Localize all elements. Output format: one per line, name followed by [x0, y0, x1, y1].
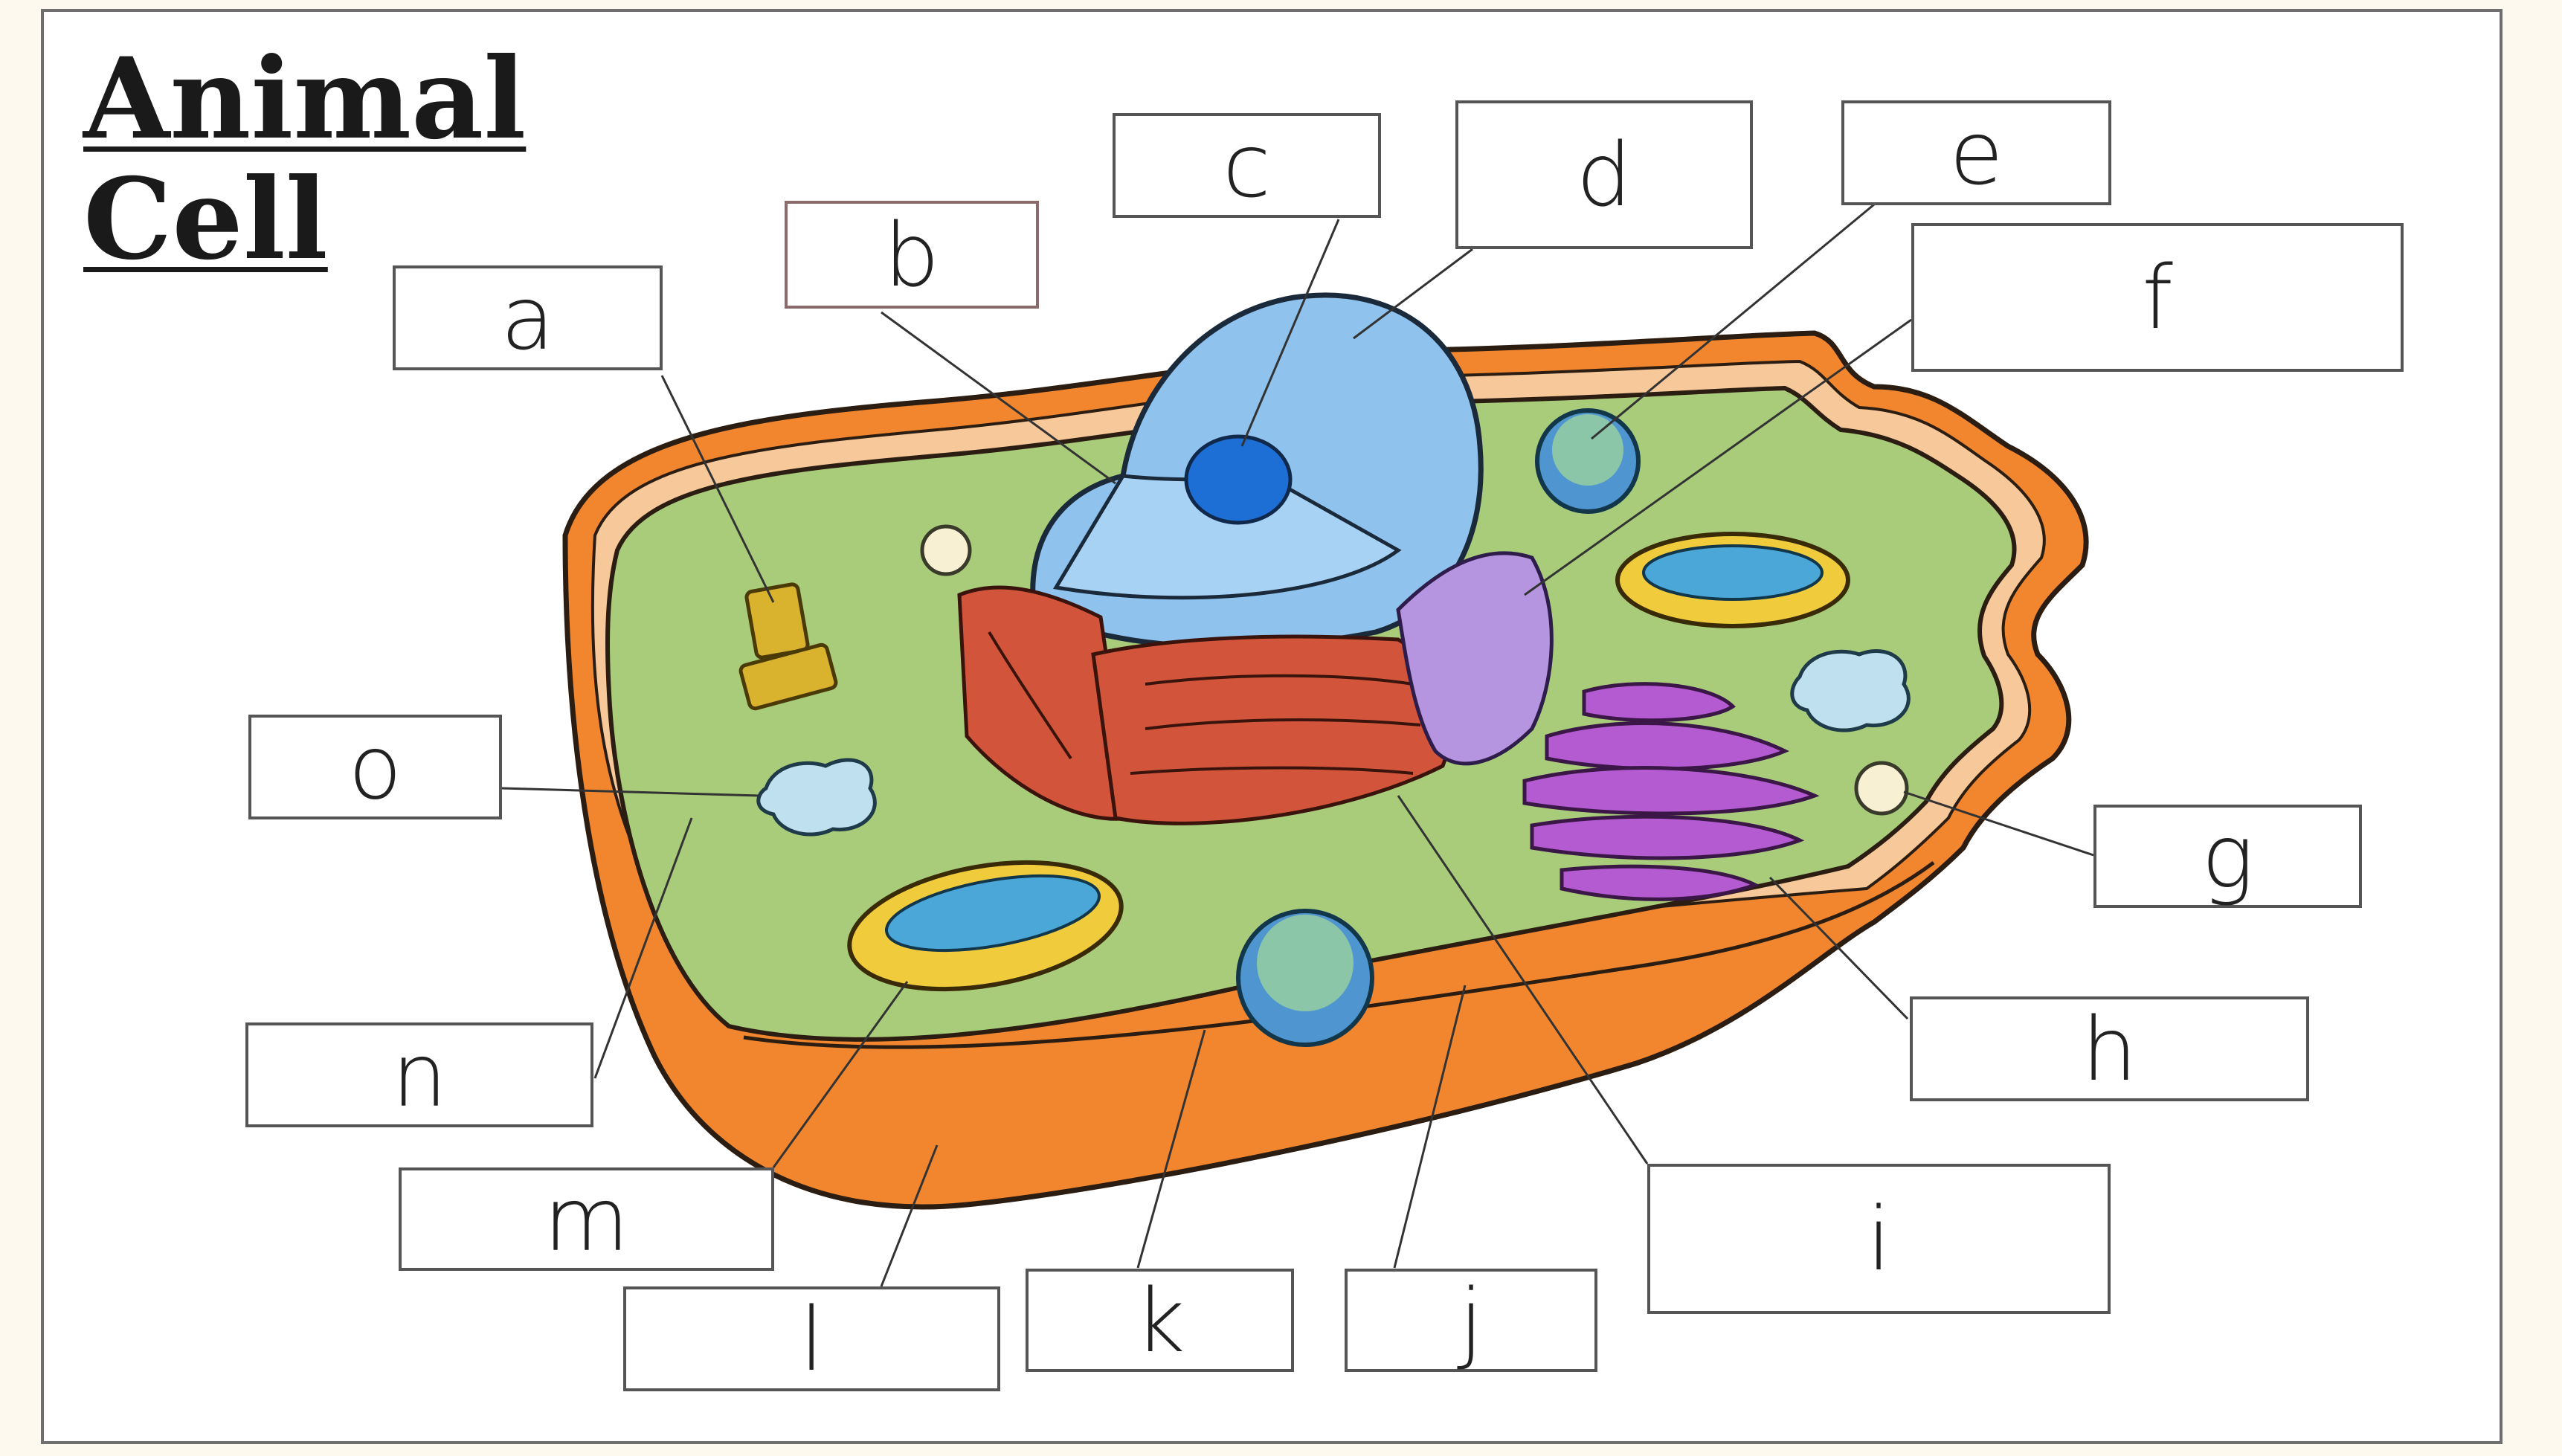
label-c-text: c — [1223, 114, 1271, 217]
lysosome-right — [1854, 761, 1909, 816]
label-box-d[interactable]: d — [1455, 100, 1753, 249]
label-box-c[interactable]: c — [1113, 113, 1381, 218]
label-g-text: g — [2201, 805, 2254, 908]
label-n-text: n — [391, 1023, 448, 1127]
label-box-l[interactable]: l — [623, 1286, 1000, 1391]
label-box-o[interactable]: o — [248, 715, 502, 819]
golgi-apparatus — [1522, 682, 1820, 901]
label-i-text: i — [1867, 1188, 1891, 1290]
label-box-b[interactable]: b — [785, 201, 1039, 309]
label-box-m[interactable]: m — [399, 1167, 774, 1271]
label-m-text: m — [544, 1167, 629, 1271]
page-title: Animal Cell — [83, 33, 527, 285]
label-l-text: l — [799, 1287, 824, 1391]
lysosome-left — [920, 524, 972, 576]
rough-endoplasmic-reticulum — [957, 585, 1452, 825]
vesicle-top-inner — [1552, 414, 1623, 486]
title-line-2: Cell — [83, 154, 328, 285]
label-box-e[interactable]: e — [1841, 100, 2111, 205]
mitochondrion-lower — [847, 860, 1124, 992]
label-b-text: b — [883, 203, 940, 306]
title-line-1: Animal — [83, 33, 527, 164]
label-box-n[interactable]: n — [245, 1022, 593, 1127]
label-box-h[interactable]: h — [1910, 996, 2309, 1101]
label-box-a[interactable]: a — [393, 265, 663, 370]
label-f-text: f — [2142, 246, 2173, 349]
label-o-text: o — [348, 715, 402, 819]
label-box-i[interactable]: i — [1647, 1164, 2111, 1314]
label-h-text: h — [2082, 997, 2137, 1101]
label-d-text: d — [1576, 123, 1632, 226]
label-box-f[interactable]: f — [1911, 223, 2404, 372]
label-box-g[interactable]: g — [2093, 805, 2362, 908]
label-box-k[interactable]: k — [1026, 1269, 1294, 1372]
vesicle-bottom-inner — [1257, 915, 1354, 1011]
smooth-endoplasmic-reticulum — [1396, 551, 1554, 766]
vacuole-left — [756, 758, 877, 837]
mitochondrion-right — [1615, 532, 1850, 628]
nucleolus — [1184, 434, 1293, 525]
label-a-text: a — [501, 266, 555, 370]
centrioles — [738, 582, 838, 711]
label-j-text: j — [1458, 1269, 1484, 1372]
label-box-j[interactable]: j — [1345, 1269, 1597, 1372]
label-k-text: k — [1134, 1269, 1185, 1372]
label-e-text: e — [1949, 101, 2003, 204]
membrane-lower-edge — [743, 860, 1935, 1049]
vacuole-right — [1790, 649, 1911, 732]
leader-lines — [501, 203, 2094, 1287]
